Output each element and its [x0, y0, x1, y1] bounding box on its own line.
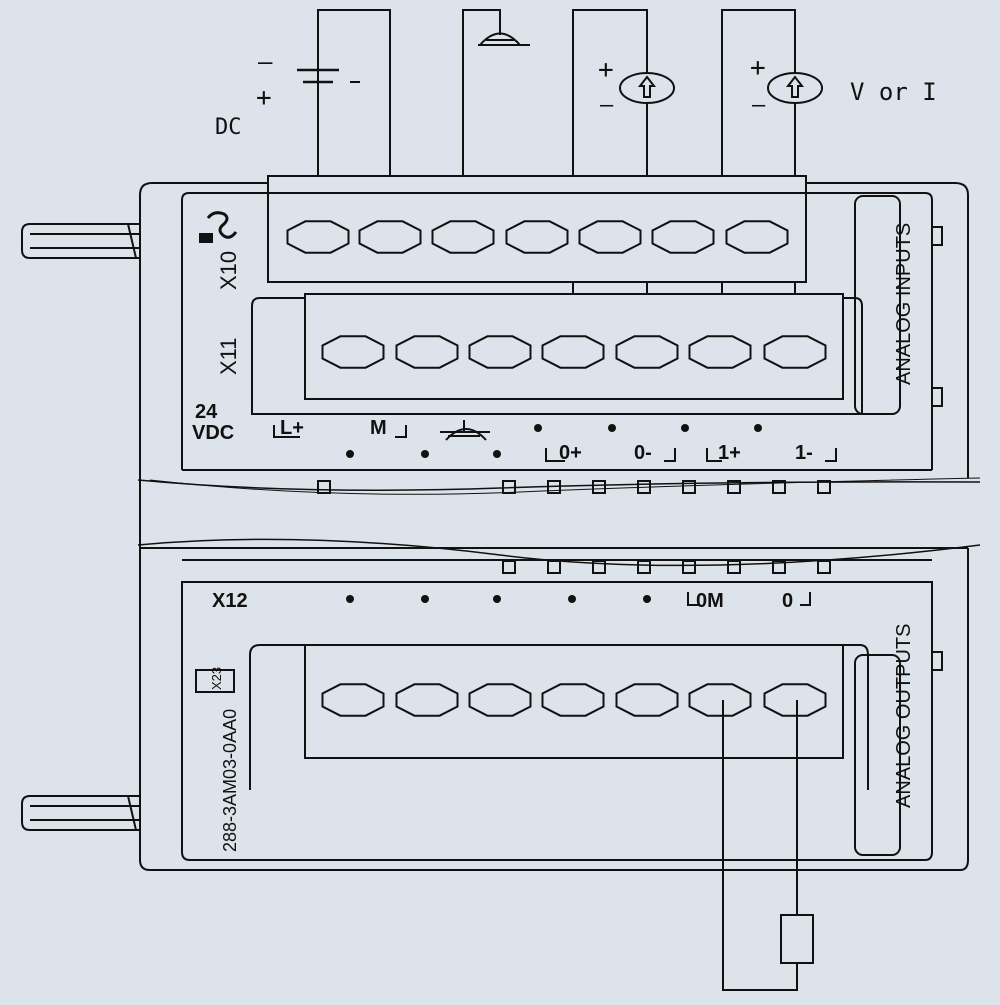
- terminal-1minus-label: 1-: [795, 442, 813, 464]
- x12-screw-7: [763, 683, 827, 717]
- bracket-ch0-left: [545, 448, 565, 462]
- x12-screw-1: [321, 683, 385, 717]
- supply-wires: [317, 9, 391, 230]
- x10-screw-6: [651, 220, 715, 254]
- siemens-logo-icon: [199, 211, 238, 243]
- connector-x11-label: X11: [216, 337, 241, 375]
- x12-screw-2: [395, 683, 459, 717]
- version-box-label: X23: [209, 667, 224, 690]
- analog-outputs-label: ANALOG OUTPUTS: [893, 624, 915, 808]
- supply-minus-label: —: [258, 48, 273, 76]
- terminal-m-label: M: [370, 417, 387, 439]
- terminal-0plus-label: 0+: [559, 442, 582, 464]
- source1-plus-label: +: [750, 53, 766, 83]
- x10-screw-1: [286, 220, 350, 254]
- ground-symbol-top: [478, 32, 530, 46]
- side-notch-2: [931, 387, 943, 407]
- source-type-label: V or I: [850, 78, 937, 106]
- labels: — + DC + — + — V or I X10 X11 24 VDC L+ …: [192, 48, 937, 852]
- din-clip-bottom: [21, 795, 140, 831]
- x11-frame: [251, 297, 863, 415]
- indicator-dots-bottom: [346, 595, 651, 603]
- bracket-out-left: [687, 592, 700, 606]
- x11-screw-3: [468, 335, 532, 369]
- current-source-0-icon: [619, 72, 675, 104]
- indicator-dots-top: [346, 424, 762, 458]
- terminal-0m-label: 0M: [696, 590, 724, 612]
- x11-screw-7: [763, 335, 827, 369]
- load-resistor-icon: [780, 914, 814, 964]
- x11-screw-4: [541, 335, 605, 369]
- source1-minus-label: —: [752, 93, 766, 118]
- x10-screw-3: [431, 220, 495, 254]
- x12-screw-4: [541, 683, 605, 717]
- version-box-frame: [195, 669, 235, 693]
- supply-dc-label: DC: [215, 115, 242, 140]
- bracket-supply-left: [273, 425, 300, 438]
- x11-terminals: [321, 335, 827, 369]
- bracket-supply-right: [395, 425, 407, 438]
- output-wires: [722, 700, 798, 991]
- ground-symbol-label: [440, 420, 490, 441]
- side-notch-1: [931, 226, 943, 246]
- x11-screw-1: [321, 335, 385, 369]
- x11-screw-5: [615, 335, 679, 369]
- right-latch: [854, 195, 901, 415]
- source0-minus-label: —: [600, 93, 614, 118]
- status-leds-bottom: [502, 560, 831, 574]
- terminal-lplus-label: L+: [280, 417, 304, 439]
- terminal-0-label: 0: [782, 590, 793, 612]
- supply-voltage-vdc: VDC: [192, 422, 234, 444]
- x10-screw-2: [358, 220, 422, 254]
- part-number-label: 288-3AM03-0AA0: [220, 709, 240, 852]
- source0-plus-label: +: [598, 55, 614, 85]
- external-wiring-bottom: [722, 700, 814, 991]
- module-analog-outputs: [21, 547, 969, 871]
- x12-screw-6: [688, 683, 752, 717]
- x10-terminals: [286, 220, 789, 254]
- module-analog-inputs: [21, 175, 969, 494]
- current-source-1-icon: [767, 72, 823, 104]
- bracket-ch0-right: [664, 448, 676, 462]
- x11-screw-6: [688, 335, 752, 369]
- terminal-1plus-label: 1+: [718, 442, 741, 464]
- connector-x12-label: X12: [212, 590, 248, 612]
- din-clip-top: [21, 223, 140, 259]
- connector-x10-label: X10: [216, 251, 241, 290]
- housing-bottom-inner: [181, 581, 933, 861]
- side-notch-3: [931, 651, 943, 671]
- terminal-0minus-label: 0-: [634, 442, 652, 464]
- right-latch-bottom: [854, 654, 901, 856]
- bracket-ch1-right: [825, 448, 837, 462]
- x10-screw-7: [725, 220, 789, 254]
- x12-screw-5: [615, 683, 679, 717]
- bracket-out-right: [800, 592, 811, 606]
- x11-screw-2: [395, 335, 459, 369]
- x10-screw-4: [505, 220, 569, 254]
- analog-inputs-label: ANALOG INPUTS: [893, 223, 915, 385]
- supply-voltage-24: 24: [195, 401, 218, 423]
- housing-bottom: [139, 548, 969, 871]
- ground-wire: [462, 9, 501, 230]
- x12-screw-3: [468, 683, 532, 717]
- bracket-ch1-left: [706, 448, 722, 462]
- supply-plus-label: +: [256, 83, 272, 113]
- x10-screw-5: [578, 220, 642, 254]
- x12-terminals: [321, 683, 827, 717]
